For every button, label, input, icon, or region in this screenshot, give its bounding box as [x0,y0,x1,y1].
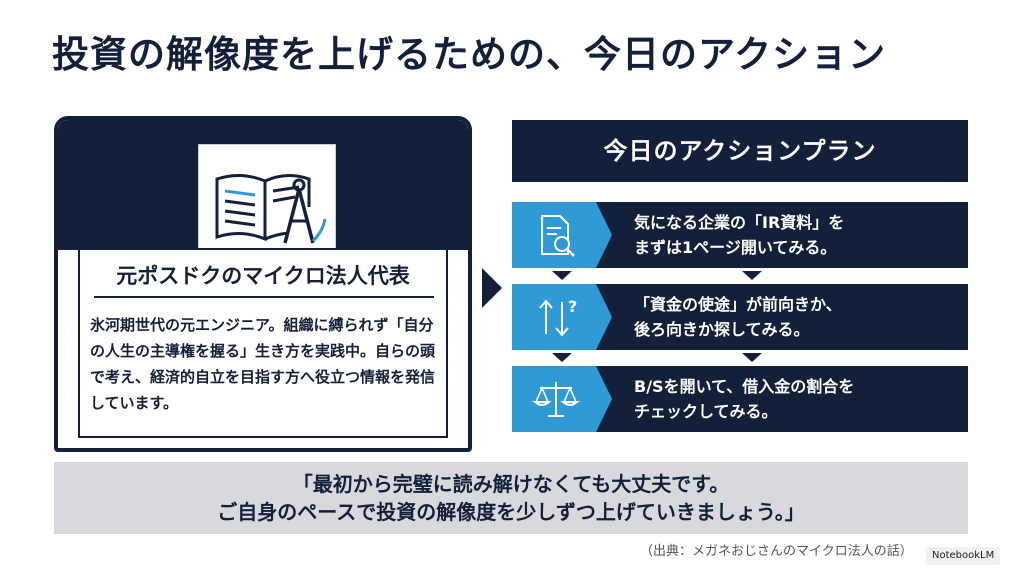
book-compass-icon [198,144,336,256]
step-line: 後ろ向きか探してみる。 [634,320,810,339]
up-down-arrows-question-icon: ? [512,284,612,350]
down-arrow-icon [552,353,572,362]
action-step-text: 気になる企業の「IR資料」を まずは1ページ開いてみる。 [634,210,954,260]
step-line: まずは1ページ開いてみる。 [634,238,837,257]
divider [94,296,434,298]
quote-banner: 「最初から完璧に読み解けなくても大丈夫です。 ご自身のペースで投資の解像度を少し… [54,462,968,534]
balance-scale-icon [512,366,612,432]
document-search-icon [512,202,612,268]
source-citation: （出典：メガネおじさんのマイクロ法人の話） [640,544,913,559]
down-arrow-icon [742,271,762,280]
down-arrow-icon [552,271,572,280]
profile-description: 氷河期世代の元エンジニア。組織に縛られず「自分の人生の主導権を握る」生き方を実践… [90,316,436,412]
profile-card-body: 元ポスドクのマイクロ法人代表 氷河期世代の元エンジニア。組織に縛られず「自分の人… [78,248,448,438]
action-step-1: 気になる企業の「IR資料」を まずは1ページ開いてみる。 [512,202,968,268]
action-step-3: B/Sを開いて、借入金の割合を チェックしてみる。 [512,366,968,432]
action-step-text: 「資金の使途」が前向きか、 後ろ向きか探してみる。 [634,292,954,342]
step-line: B/Sを開いて、借入金の割合を [634,377,855,396]
page-title: 投資の解像度を上げるための、今日のアクション [52,33,887,76]
notebooklm-badge: NotebookLM [926,547,1001,565]
action-step-2: ? 「資金の使途」が前向きか、 後ろ向きか探してみる。 [512,284,968,350]
quote-line-2: ご自身のペースで投資の解像度を少しずつ上げていきましょう。」 [217,500,805,524]
profile-name: 元ポスドクのマイクロ法人代表 [116,264,410,288]
quote-line-1: 「最初から完璧に読み解けなくても大丈夫です。 [292,472,730,496]
profile-card: 元ポスドクのマイクロ法人代表 氷河期世代の元エンジニア。組織に縛られず「自分の人… [54,116,472,452]
step-line: 気になる企業の「IR資料」を [634,213,845,232]
action-step-text: B/Sを開いて、借入金の割合を チェックしてみる。 [634,374,954,424]
down-arrow-icon [742,353,762,362]
step-line: 「資金の使途」が前向きか、 [634,295,842,314]
action-plan-heading: 今日のアクションプラン [512,120,968,182]
chevron-right-icon [482,268,502,308]
svg-text:?: ? [568,297,577,316]
step-line: チェックしてみる。 [634,402,778,421]
